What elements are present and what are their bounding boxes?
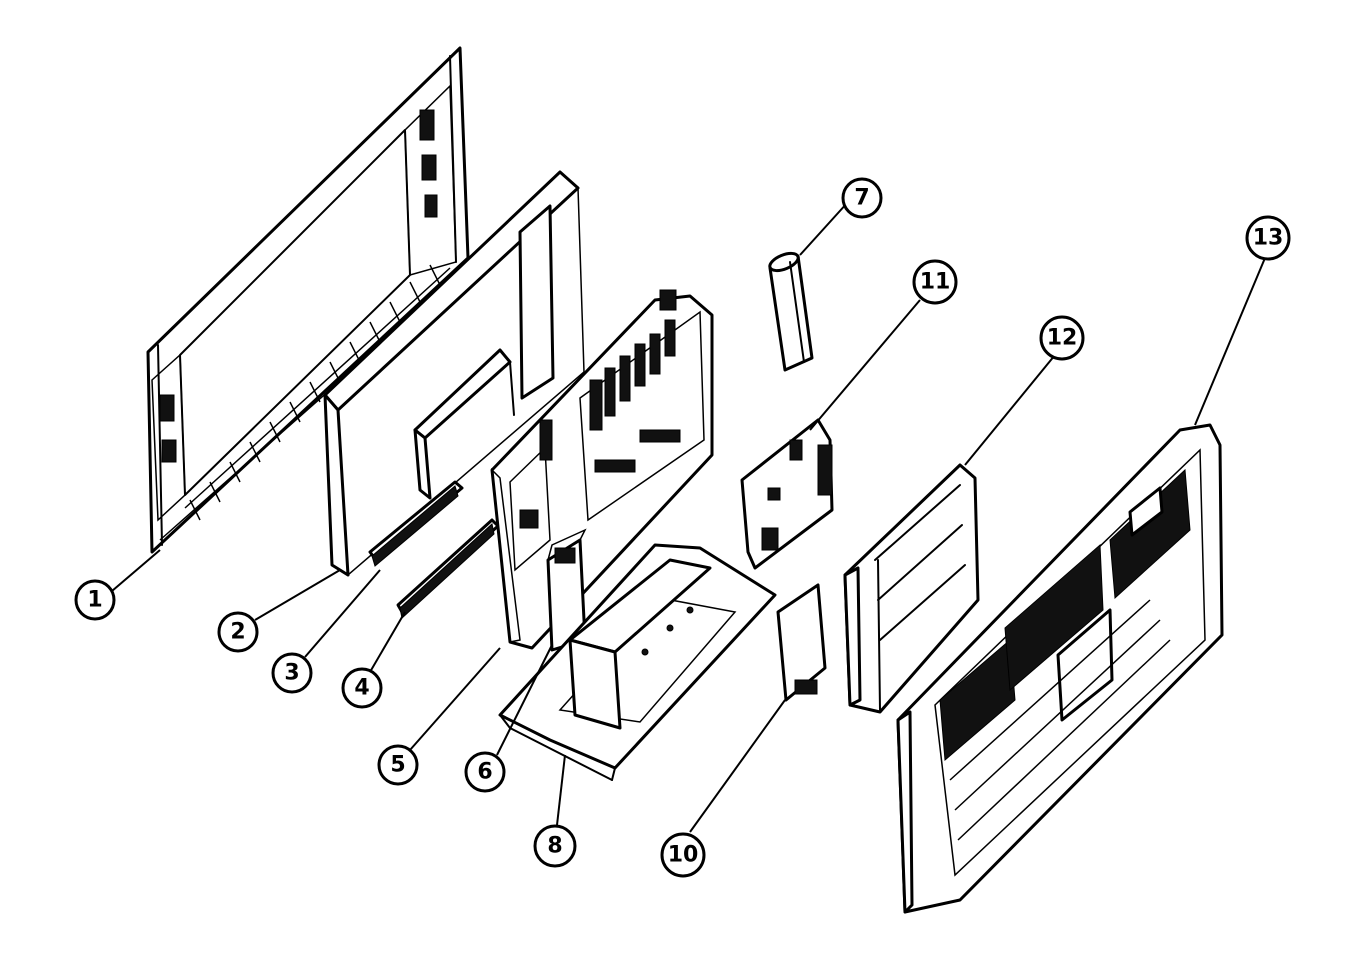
callout-label: 13 <box>1253 226 1284 251</box>
leader-1 <box>111 549 161 592</box>
part-10-small-pcb <box>776 583 827 702</box>
callout-label: 11 <box>920 270 951 295</box>
leader-10 <box>689 699 786 833</box>
callout-6: 6 <box>464 751 506 793</box>
part-13-rear-cover <box>896 423 1224 914</box>
callout-label: 4 <box>354 676 369 701</box>
leader-4 <box>369 611 406 673</box>
part-2-lcd-panel <box>323 170 585 577</box>
leader-7 <box>799 201 849 256</box>
leader-6 <box>496 644 553 756</box>
part-11-interface-pcb <box>740 418 834 570</box>
callout-5: 5 <box>377 744 419 786</box>
part-8-stand-base <box>498 543 777 781</box>
leader-8 <box>556 754 566 826</box>
callout-1: 1 <box>74 579 116 621</box>
part-12-rear-bracket <box>843 463 980 714</box>
callout-3: 3 <box>271 652 313 694</box>
callout-13: 13 <box>1245 215 1291 261</box>
callout-label: 3 <box>284 661 299 686</box>
part-7-cylinder <box>768 251 814 372</box>
callout-label: 6 <box>477 760 492 785</box>
part-3-strip-board <box>368 480 464 567</box>
leader-13 <box>1194 257 1266 426</box>
callout-10: 10 <box>660 832 706 878</box>
callout-label: 10 <box>668 843 699 868</box>
leader-2 <box>254 569 341 621</box>
callout-7: 7 <box>841 177 883 219</box>
leader-5 <box>409 647 501 751</box>
leader-lines <box>111 201 1266 833</box>
part-4-strip-board <box>396 518 500 619</box>
callout-4: 4 <box>341 667 383 709</box>
callout-label: 2 <box>230 620 245 645</box>
callout-11: 11 <box>912 259 958 305</box>
leader-3 <box>304 569 381 658</box>
callout-12: 12 <box>1039 315 1085 361</box>
leader-12 <box>964 354 1056 466</box>
callout-label: 5 <box>390 753 405 778</box>
callout-label: 8 <box>547 834 562 859</box>
leader-11 <box>809 299 921 431</box>
callout-8: 8 <box>533 824 577 868</box>
callout-label: 12 <box>1047 326 1078 351</box>
callout-label: 7 <box>854 186 869 211</box>
callout-2: 2 <box>217 611 259 653</box>
callout-label: 1 <box>87 588 102 613</box>
